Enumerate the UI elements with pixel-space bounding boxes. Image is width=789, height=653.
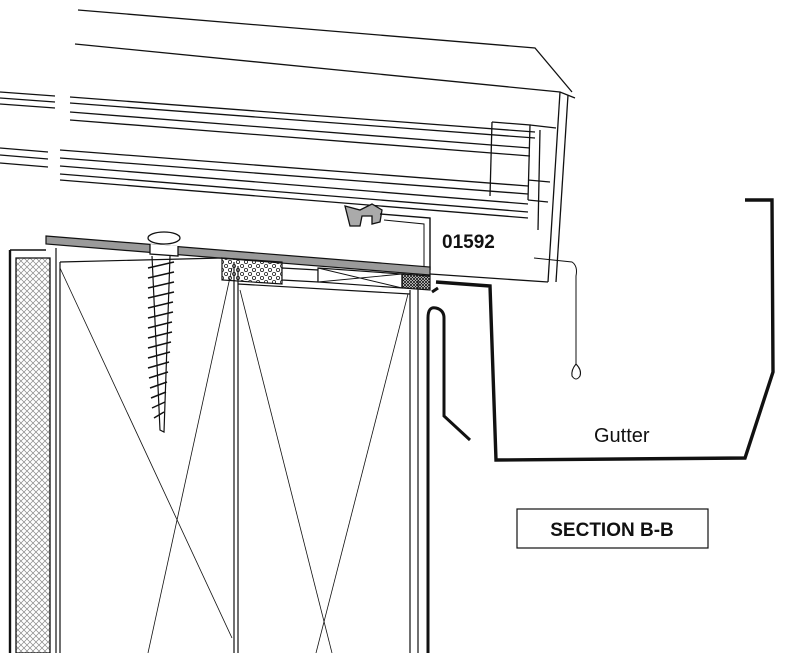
seal-block (401, 273, 431, 291)
left-wall-panel (8, 249, 51, 653)
rafter-body (55, 248, 419, 653)
section-title: SECTION B-B (550, 520, 674, 541)
top-cover-strip (45, 235, 431, 276)
labels: 01592 Gutter (442, 232, 650, 447)
roof-profile (0, 9, 576, 283)
section-title-box: SECTION B-B (516, 508, 709, 549)
gutter-label: Gutter (594, 425, 650, 447)
part-number-label: 01592 (442, 232, 495, 253)
gasket-clip (344, 203, 431, 270)
flashing (426, 286, 472, 653)
inner-strips (281, 267, 403, 289)
leader-line (533, 257, 582, 380)
screw (147, 231, 181, 433)
foam-strip (221, 257, 283, 285)
gutter (435, 198, 775, 462)
